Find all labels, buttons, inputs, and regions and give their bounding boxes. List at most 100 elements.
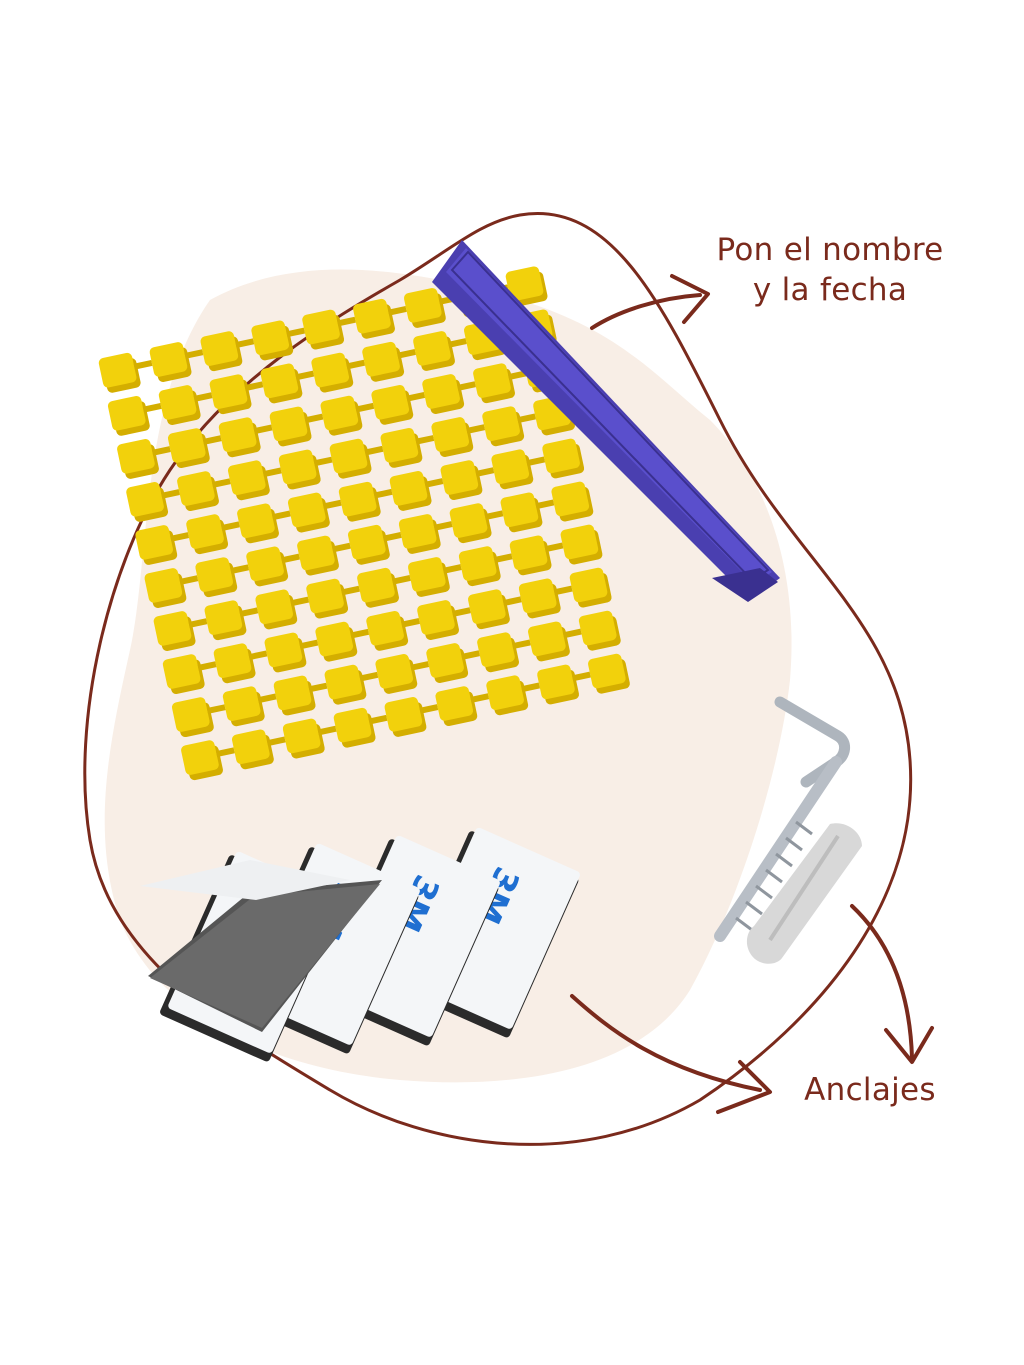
letter-stamp-connector xyxy=(521,682,540,693)
letter-stamp-connector xyxy=(451,607,471,617)
letter-stamp-connector xyxy=(215,747,235,757)
annotation-name-date-line1: Pon el nombre xyxy=(716,232,944,268)
letter-stamp xyxy=(353,298,391,334)
letter-stamp-connector xyxy=(355,402,375,413)
letter-stamp xyxy=(282,718,321,754)
letter-stamp xyxy=(200,331,239,366)
letter-stamp xyxy=(528,621,566,657)
letter-stamp xyxy=(518,578,557,614)
letter-stamp-connector xyxy=(322,499,342,510)
letter-stamp xyxy=(578,610,617,646)
letter-stamp-connector xyxy=(517,413,536,424)
arrow-bottom-head xyxy=(716,1060,772,1114)
letter-stamp xyxy=(209,374,248,409)
letter-stamp-connector xyxy=(253,424,273,435)
letter-stamp xyxy=(264,632,303,668)
letter-stamp-connector xyxy=(281,553,300,564)
letter-stamp xyxy=(569,567,608,603)
letter-stamp xyxy=(449,503,488,538)
letter-stamp-connector xyxy=(535,499,555,510)
letter-stamp xyxy=(195,557,234,592)
letter-stamp-connector xyxy=(202,435,222,445)
letter-stamp-connector xyxy=(230,564,250,575)
letter-stamp xyxy=(375,654,414,689)
letter-stamp-connector xyxy=(382,531,402,542)
letter-stamp xyxy=(413,331,451,366)
letter-stamp-connector xyxy=(257,693,277,704)
letter-stamp xyxy=(389,471,428,506)
3m-adhesive-pads-icon: 3M 3M 3M 3M xyxy=(140,827,580,1062)
letter-stamp-connector xyxy=(470,693,490,703)
annotation-name-date: Pon el nombre y la fecha xyxy=(690,230,970,310)
purple-letter-holder-icon xyxy=(432,240,780,602)
letter-stamp xyxy=(320,395,359,431)
letter-stamp xyxy=(357,567,395,603)
letter-stamp-connector xyxy=(475,467,495,477)
letter-stamp xyxy=(380,428,419,463)
letter-stamp xyxy=(500,492,539,528)
letter-stamp-connector xyxy=(410,661,430,671)
l-hook-screw-icon xyxy=(714,696,850,942)
letter-stamp xyxy=(218,417,257,452)
letter-stamp-connector xyxy=(197,661,217,671)
letter-stamp-connector xyxy=(308,682,328,693)
letter-stamp-connector xyxy=(368,714,388,725)
letter-stamp xyxy=(135,525,174,560)
letter-stamp xyxy=(297,535,335,571)
letter-stamp-connector xyxy=(507,370,527,381)
letter-stamp xyxy=(338,481,377,517)
letter-stamp xyxy=(477,632,515,667)
letter-stamp xyxy=(333,707,372,743)
letter-stamp xyxy=(384,697,423,732)
letter-stamp-connector xyxy=(502,596,522,607)
letter-stamp-connector xyxy=(373,488,393,499)
letter-stamp-connector xyxy=(331,542,351,553)
arrow-bottom xyxy=(570,994,762,1092)
letter-stamp xyxy=(204,600,243,635)
letter-stamp-connector xyxy=(562,628,582,639)
letter-stamp-connector xyxy=(188,618,208,628)
letter-stamp-connector xyxy=(286,327,306,338)
letter-stamp-connector xyxy=(211,478,231,488)
letter-stamp xyxy=(269,406,308,442)
letter-stamp-connector xyxy=(248,650,268,661)
wall-plug-icon xyxy=(746,823,862,964)
letter-stamp xyxy=(171,697,210,732)
letter-stamp-connector xyxy=(424,478,444,488)
letter-stamp xyxy=(458,546,497,581)
letter-stamp xyxy=(407,557,446,592)
letter-stamp-connector xyxy=(466,424,486,434)
letter-stamp-connector xyxy=(170,532,190,542)
letter-stamp xyxy=(158,385,197,420)
letter-stamp xyxy=(482,406,520,441)
letter-stamp-connector xyxy=(511,639,531,650)
letter-stamp xyxy=(588,653,626,689)
letter-stamp xyxy=(509,535,548,571)
letter-stamp-connector xyxy=(179,575,199,585)
letter-stamp-connector xyxy=(359,671,379,682)
letter-stamp-connector xyxy=(221,521,240,531)
letter-stamp xyxy=(505,266,544,302)
letter-stamp-connector xyxy=(401,618,420,628)
letter-stamp-connector xyxy=(337,316,356,327)
letter-stamp-connector xyxy=(493,553,513,563)
letter-stamp-connector xyxy=(415,435,435,445)
letter-stamp xyxy=(422,374,460,409)
letter-stamp-connector xyxy=(133,360,153,370)
letter-stamp-connector xyxy=(239,607,259,618)
letter-stamp-connector xyxy=(299,639,319,650)
letter-stamp xyxy=(329,438,368,474)
letter-stamp xyxy=(186,514,224,549)
letter-stamp xyxy=(144,568,183,603)
letter-stamp xyxy=(246,546,284,582)
letter-stamp-connector xyxy=(290,596,310,607)
letter-stamp xyxy=(260,363,299,399)
letter-stamp xyxy=(227,460,266,495)
letter-stamp xyxy=(347,524,386,560)
letter-stamp xyxy=(177,471,215,506)
letter-stamp xyxy=(315,621,354,657)
letter-stamp xyxy=(486,675,524,710)
letter-stamp xyxy=(324,664,363,700)
annotation-anchors: Anclajes xyxy=(804,1072,936,1108)
